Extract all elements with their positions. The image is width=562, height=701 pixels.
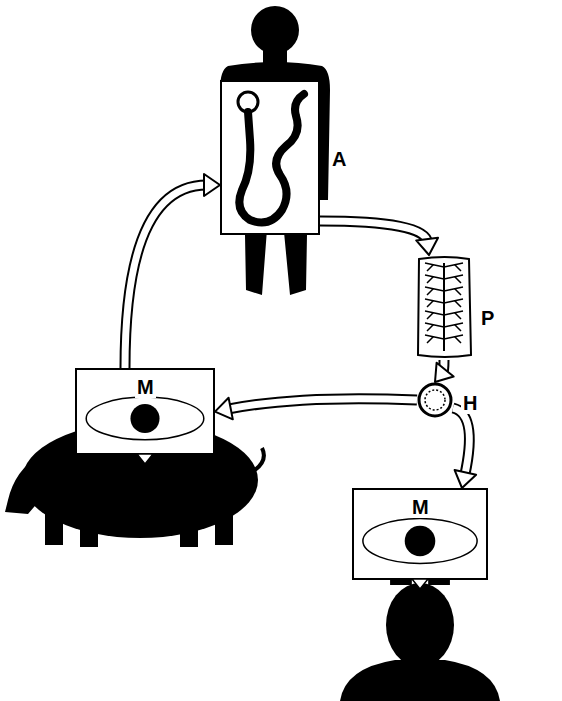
arrow-head — [435, 363, 454, 382]
proglottid-outline — [415, 255, 473, 360]
arrow-head — [215, 398, 233, 420]
arrow-outline — [453, 408, 469, 475]
life-cycle-arrow — [435, 360, 454, 382]
arrow-fill — [320, 221, 427, 242]
stage-letter: H — [461, 392, 479, 414]
life-cycle-arrow — [320, 221, 438, 255]
arrow-head — [416, 238, 438, 255]
arrow-outline — [228, 399, 417, 409]
arrow-fill — [125, 185, 207, 368]
arrow-head — [455, 470, 477, 488]
human-head-silhouette — [340, 583, 500, 701]
human-silhouette — [220, 6, 330, 295]
arrow-fill — [453, 408, 469, 475]
stage-letter: M — [410, 496, 431, 518]
cysticercus-box: M — [352, 488, 488, 590]
arrow-outline — [320, 221, 427, 242]
arrow-outline — [125, 185, 207, 368]
life-cycle-arrow — [453, 408, 476, 488]
life-cycle-arrow — [215, 398, 417, 420]
adult-worm-panel: A — [220, 80, 320, 235]
arrow-head — [204, 174, 220, 196]
life-cycle-arrow — [125, 174, 220, 368]
arrow-fill — [228, 399, 417, 409]
worm-outline — [220, 80, 320, 235]
egg-circle: H — [417, 382, 453, 418]
proglottid: P — [415, 255, 473, 360]
cysticercus-box: M — [75, 368, 215, 465]
egg-outline — [417, 382, 453, 418]
stage-letter: A — [330, 148, 348, 170]
stage-letter: P — [479, 307, 496, 329]
stage-letter: M — [135, 376, 156, 398]
